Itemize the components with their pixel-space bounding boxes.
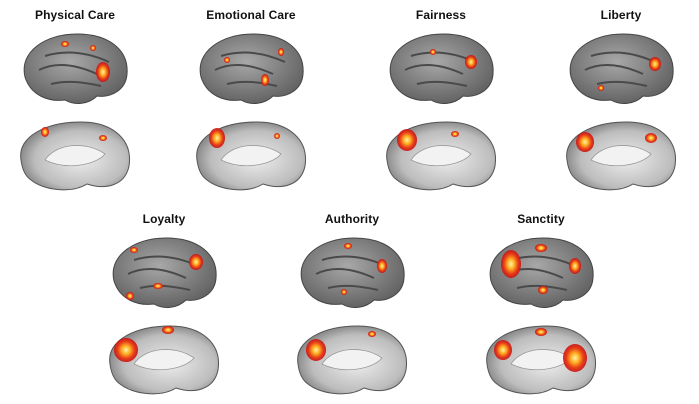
medial-brain-image [20,121,130,191]
medial-brain-image [196,121,306,191]
panel-title: Authority [324,212,380,226]
lateral-brain-image [112,237,217,308]
lateral-brain-image [569,33,674,104]
panel-title: Liberty [600,8,642,22]
lateral-brain-image [23,33,128,104]
lateral-brain-image [300,237,405,308]
medial-brain-image [297,325,407,395]
lateral-brain-image [389,33,494,104]
panel-title: Emotional Care [206,8,296,22]
medial-brain-image [386,121,496,191]
medial-brain-image [486,325,596,395]
panel-title: Loyalty [142,212,186,226]
lateral-brain-image [199,33,304,104]
panel-title: Physical Care [34,8,115,22]
lateral-brain-image [489,237,594,308]
panel-title: Sanctity [517,212,565,226]
panel-title: Fairness [415,8,467,22]
medial-brain-image [566,121,676,191]
medial-brain-image [109,325,219,395]
